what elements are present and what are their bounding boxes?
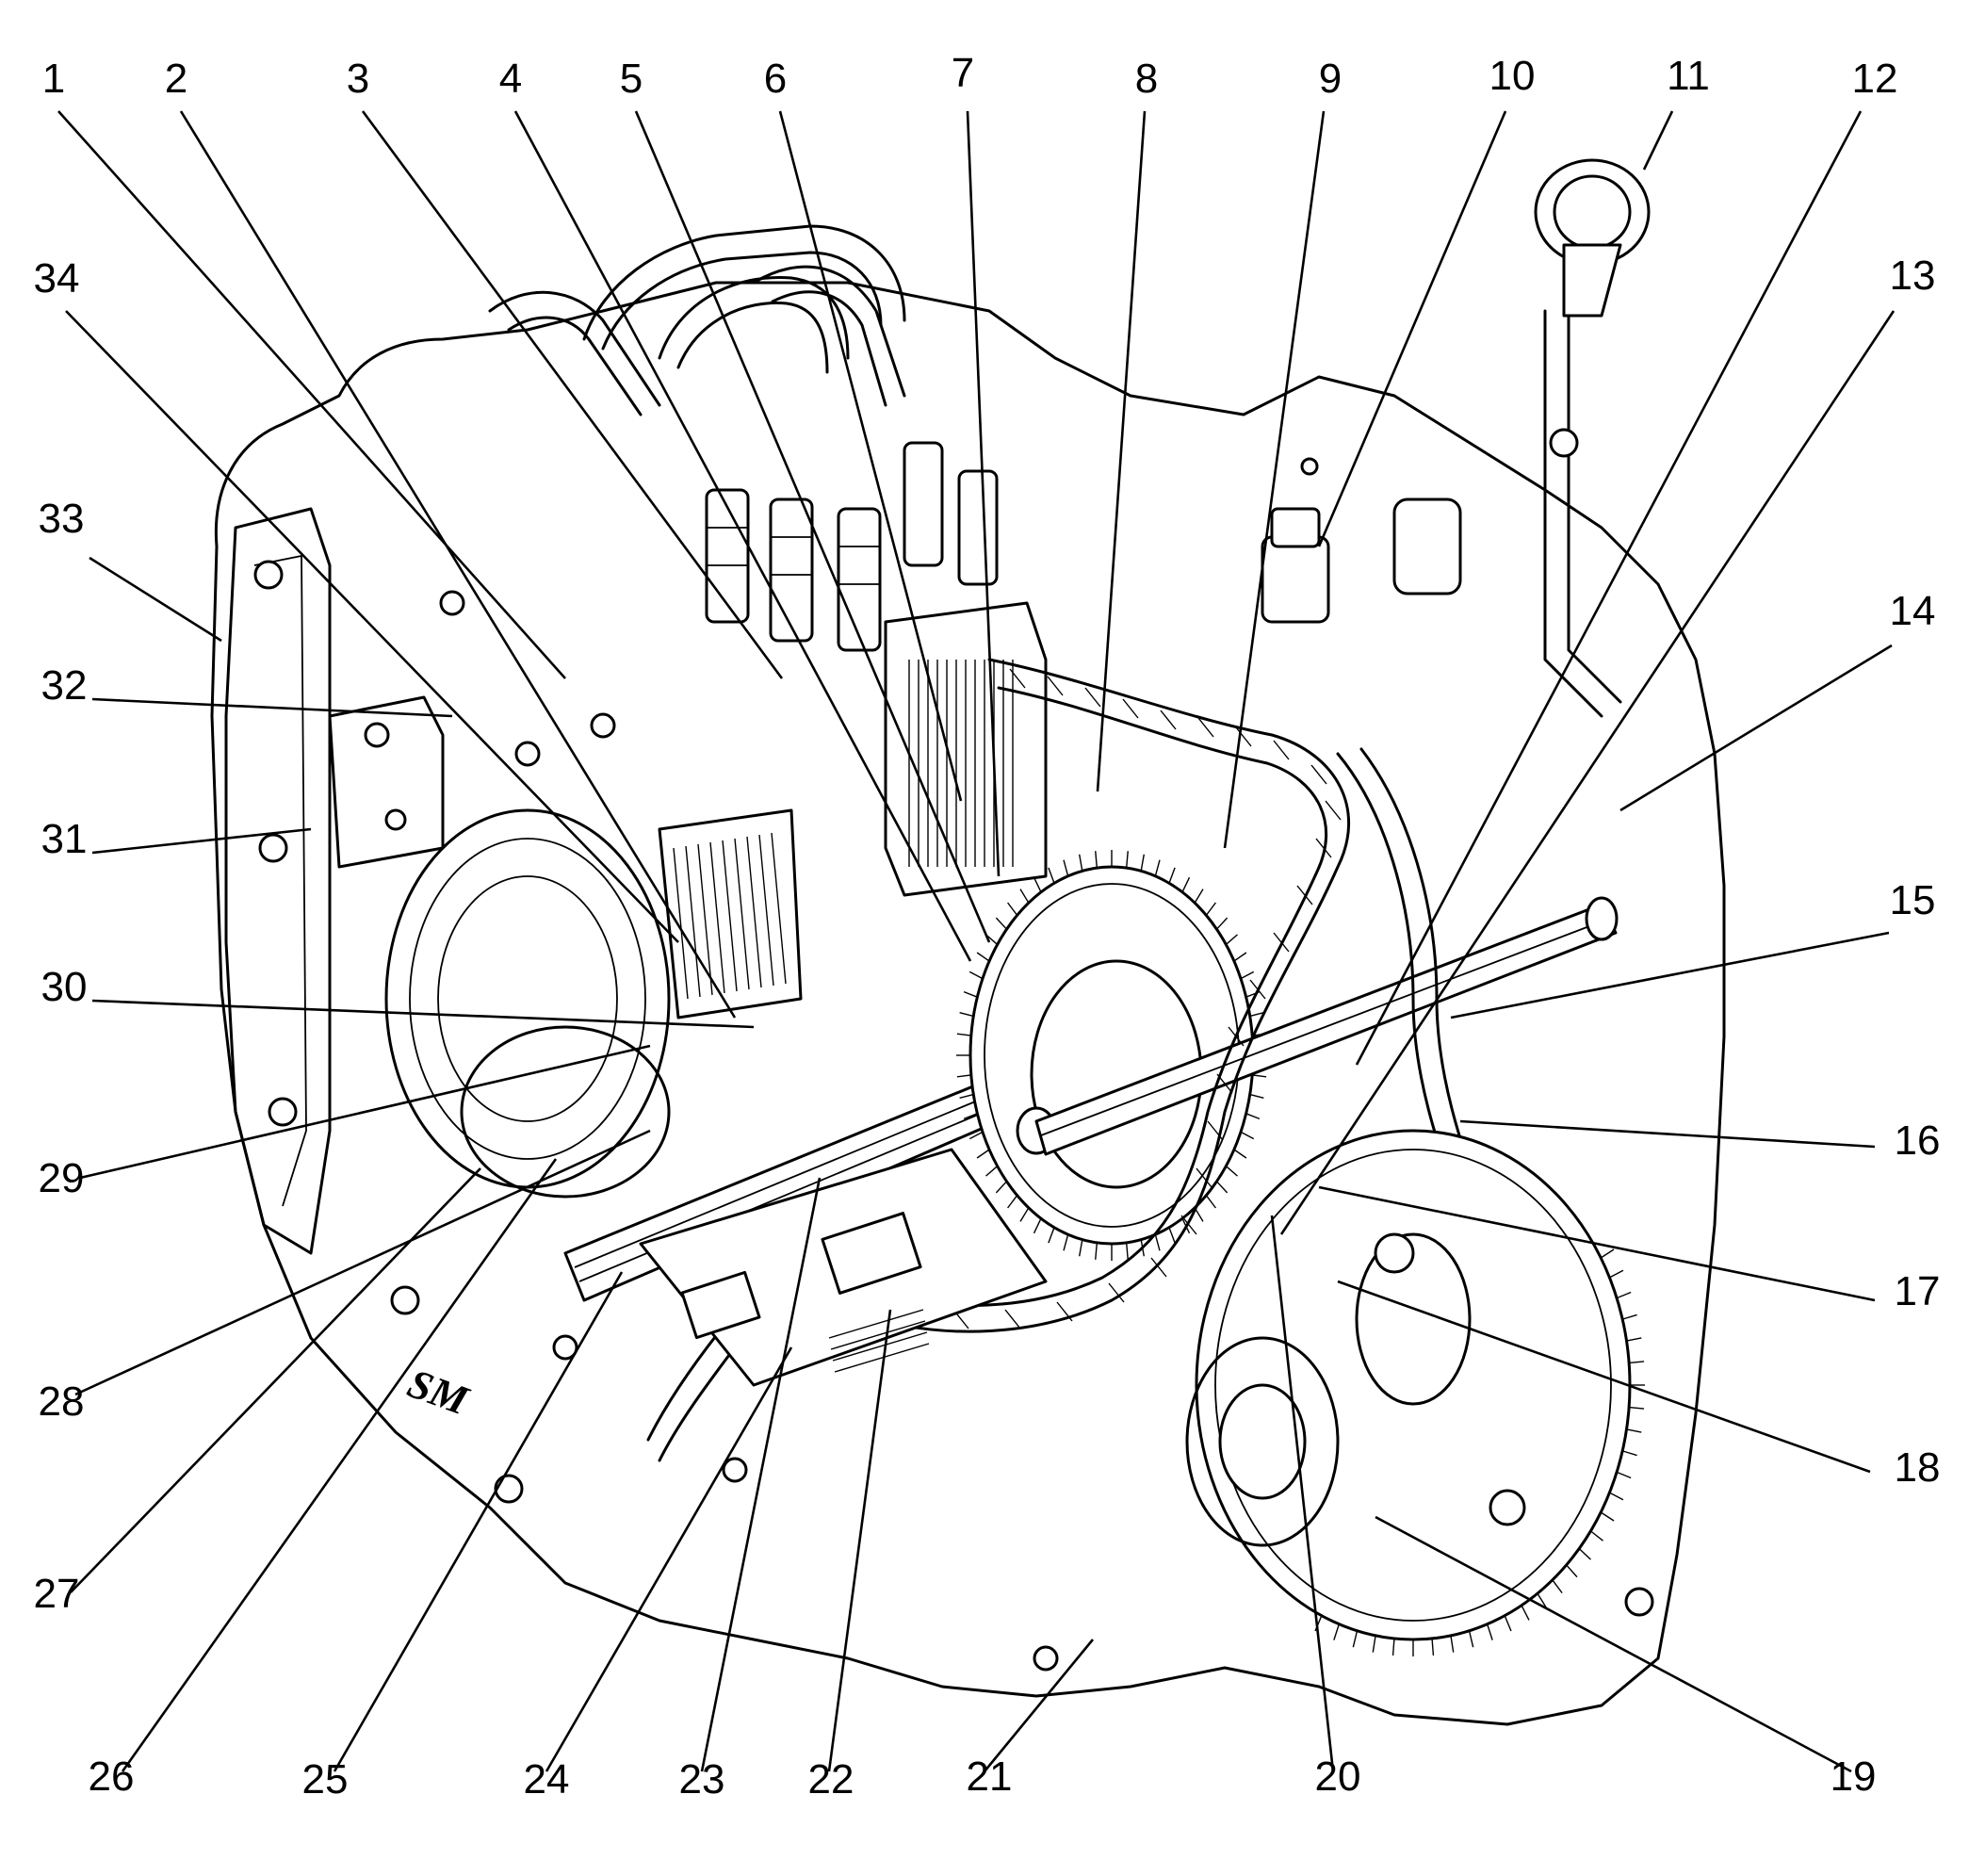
leader-line-7 (966, 110, 1001, 877)
mounting-bolts (390, 428, 1654, 1672)
callout-label-33: 33 (39, 496, 85, 542)
leader-line-8 (1096, 110, 1147, 792)
leader-line-20 (1270, 1215, 1335, 1772)
leader-line-10 (1317, 110, 1507, 547)
callout-label-12: 12 (1852, 56, 1898, 102)
callout-label-15: 15 (1890, 877, 1936, 923)
leader-line-2 (179, 110, 737, 1019)
callout-label-20: 20 (1315, 1754, 1361, 1800)
callout-label-17: 17 (1895, 1268, 1941, 1314)
leader-line-18 (1337, 1280, 1871, 1474)
callout-label-9: 9 (1319, 56, 1342, 102)
leader-line-21 (983, 1639, 1095, 1772)
leader-line-22 (827, 1309, 892, 1772)
leader-line-12 (1355, 110, 1863, 1066)
callout-label-1: 1 (42, 56, 65, 102)
callout-label-7: 7 (952, 50, 974, 96)
leader-line-26 (121, 1158, 558, 1772)
callout-label-19: 19 (1831, 1754, 1877, 1800)
leader-line-29 (79, 1044, 651, 1180)
callout-label-2: 2 (165, 56, 187, 102)
leader-line-17 (1318, 1185, 1876, 1302)
leader-line-19 (1375, 1515, 1852, 1773)
callout-label-16: 16 (1895, 1117, 1941, 1164)
callout-label-23: 23 (679, 1756, 725, 1803)
differential-gear-teeth (1314, 1248, 1645, 1656)
leader-line-33 (89, 556, 222, 643)
leader-line-31 (91, 827, 312, 855)
leader-line-1 (57, 110, 566, 679)
leader-line-23 (700, 1177, 822, 1772)
callout-label-3: 3 (347, 56, 369, 102)
dipstick (1534, 158, 1651, 718)
leader-line-34 (65, 310, 679, 943)
callout-label-30: 30 (41, 964, 88, 1010)
callout-label-6: 6 (764, 56, 787, 102)
callout-label-18: 18 (1895, 1444, 1941, 1491)
leader-line-11 (1642, 110, 1674, 171)
side-cover (224, 507, 332, 1255)
leader-line-15 (1450, 931, 1890, 1020)
callout-label-34: 34 (34, 255, 80, 302)
callout-label-27: 27 (34, 1571, 80, 1617)
callout-label-13: 13 (1890, 253, 1936, 299)
leader-line-4 (513, 110, 972, 962)
callout-label-14: 14 (1890, 588, 1936, 634)
callout-label-4: 4 (499, 56, 522, 102)
left-heatsink (658, 808, 803, 1020)
leader-line-25 (333, 1271, 624, 1772)
callout-label-29: 29 (39, 1155, 85, 1201)
leader-line-24 (545, 1346, 793, 1772)
callout-label-24: 24 (524, 1756, 570, 1803)
leader-line-28 (74, 1129, 651, 1396)
callout-label-5: 5 (620, 56, 643, 102)
leader-line-3 (361, 110, 784, 679)
transmission-illustration: SM (210, 158, 1726, 1726)
callout-label-31: 31 (41, 816, 88, 862)
clutch-drum (384, 808, 671, 1199)
ring-gear-teeth (956, 850, 1267, 1261)
leader-line-14 (1619, 644, 1893, 812)
callout-label-25: 25 (302, 1756, 349, 1803)
leader-line-9 (1223, 110, 1326, 849)
leader-line-5 (634, 110, 991, 943)
callout-label-28: 28 (39, 1378, 85, 1425)
leader-line-30 (91, 999, 755, 1029)
leader-line-16 (1459, 1119, 1876, 1149)
mounting-bracket (328, 695, 445, 869)
callout-label-32: 32 (41, 662, 88, 709)
callout-label-10: 10 (1489, 53, 1536, 99)
callout-label-21: 21 (967, 1754, 1013, 1800)
callout-label-11: 11 (1667, 53, 1710, 99)
leader-line-13 (1279, 310, 1896, 1235)
callout-label-8: 8 (1135, 56, 1158, 102)
callout-label-22: 22 (808, 1756, 854, 1803)
electrical-connectors (1261, 457, 1462, 624)
callout-label-26: 26 (89, 1754, 135, 1800)
leader-line-32 (91, 697, 453, 718)
tcm-board (639, 1148, 1048, 1387)
upper-valve-body (884, 601, 1048, 897)
leader-line-6 (778, 110, 963, 802)
